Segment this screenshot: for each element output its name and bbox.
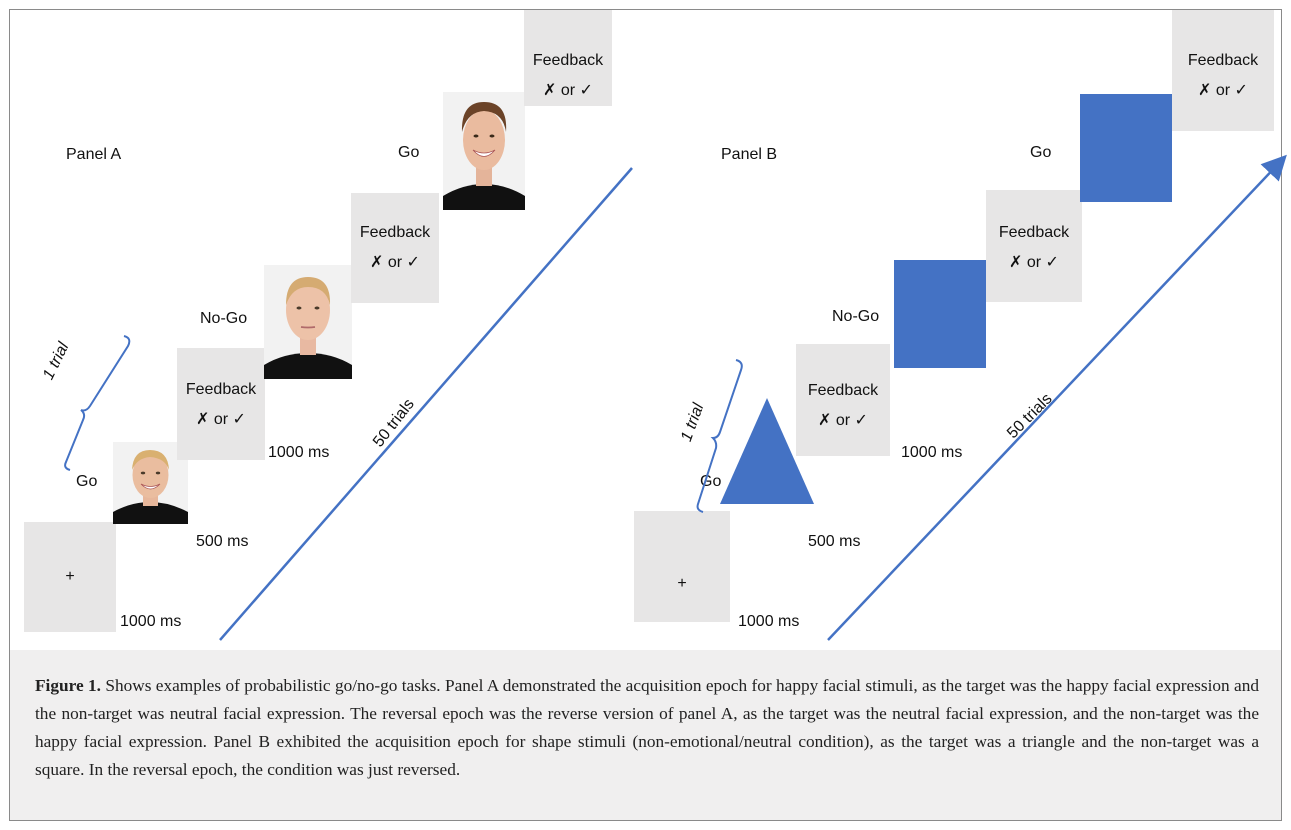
panel-b-trials-arrow <box>827 154 1287 641</box>
panel-a-title: Panel A <box>66 146 122 163</box>
feedback-title: Feedback <box>998 224 1070 241</box>
panel-b-title: Panel B <box>721 146 778 163</box>
panel-a-happy-face-2 <box>443 92 525 210</box>
panel-a-feedback-duration: 1000 ms <box>268 444 330 461</box>
panel-a-fixation-duration: 1000 ms <box>120 613 182 630</box>
feedback-marks: ✗ or ✓ <box>1198 82 1248 99</box>
panel-b-stimulus-duration: 500 ms <box>808 533 861 550</box>
panel-b-trial-bracket <box>696 359 743 513</box>
caption-text: Shows examples of probabilistic go/no-go… <box>35 676 1259 779</box>
figure-caption: Figure 1. Shows examples of probabilisti… <box>10 650 1281 820</box>
fixation-cross: + <box>65 568 75 585</box>
feedback-title: Feedback <box>185 381 257 398</box>
panel-b-square-stimulus-2 <box>1080 94 1172 202</box>
feedback-title: Feedback <box>359 224 431 241</box>
feedback-marks: ✗ or ✓ <box>196 411 246 428</box>
panel-b-feedback-box-1: Feedback ✗ or ✓ <box>796 344 890 456</box>
panel-b-feedback-box-2: Feedback ✗ or ✓ <box>986 190 1082 302</box>
panel-b-triangle-stimulus <box>720 398 814 504</box>
panel-a-feedback-box-3: Feedback ✗ or ✓ <box>524 10 612 106</box>
panel-b-go-label-1: Go <box>700 473 722 490</box>
panel-b-square-stimulus <box>894 260 986 368</box>
feedback-title: Feedback <box>807 382 879 399</box>
panel-b-go-label-2: Go <box>1030 144 1052 161</box>
diagram-area: Panel A + 1000 ms Go 500 ms Feedback ✗ o… <box>10 10 1287 650</box>
fixation-cross: + <box>677 575 687 592</box>
panel-a-feedback-box-2: Feedback ✗ or ✓ <box>351 193 439 303</box>
caption-label: Figure 1. <box>35 676 101 695</box>
panel-b-feedback-duration: 1000 ms <box>901 444 963 461</box>
panel-a-feedback-box-1: Feedback ✗ or ✓ <box>177 348 265 460</box>
figure-frame: Panel A + 1000 ms Go 500 ms Feedback ✗ o… <box>9 9 1287 821</box>
panel-a-fixation-box: + <box>24 522 116 632</box>
feedback-title: Feedback <box>1187 52 1259 69</box>
feedback-title: Feedback <box>532 52 604 69</box>
feedback-marks: ✗ or ✓ <box>370 254 420 271</box>
panel-a-neutral-face <box>264 265 352 379</box>
feedback-marks: ✗ or ✓ <box>818 412 868 429</box>
panel-a-happy-face-1 <box>113 442 188 524</box>
feedback-marks: ✗ or ✓ <box>1009 254 1059 271</box>
panel-a-trial-bracket <box>64 335 131 471</box>
panel-b-nogo-label: No-Go <box>832 308 880 325</box>
panel-a-go-label-1: Go <box>76 473 98 490</box>
panel-a-face-duration: 500 ms <box>196 533 249 550</box>
panel-b-feedback-box-3: Feedback ✗ or ✓ <box>1172 10 1274 131</box>
feedback-marks: ✗ or ✓ <box>543 82 593 99</box>
panel-b-fixation-box: + <box>634 511 730 622</box>
caption-paragraph: Figure 1. Shows examples of probabilisti… <box>35 672 1259 784</box>
panel-a-trials-arrow <box>219 167 633 641</box>
panel-a-go-label-2: Go <box>398 144 420 161</box>
panel-a-nogo-label: No-Go <box>200 310 248 327</box>
panel-b-fixation-duration: 1000 ms <box>738 613 800 630</box>
